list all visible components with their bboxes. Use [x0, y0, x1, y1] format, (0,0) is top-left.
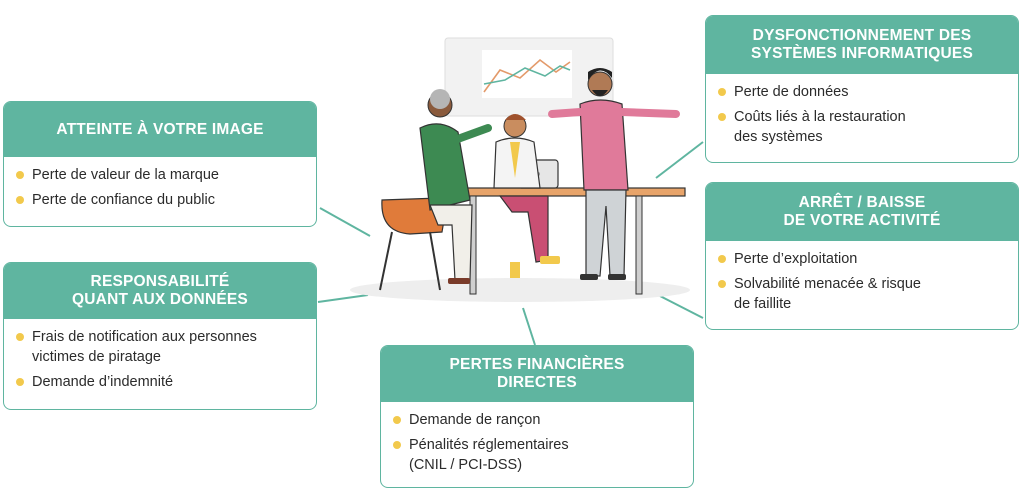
list-item: Demande de rançon — [393, 410, 683, 430]
person-green — [419, 89, 492, 284]
floor-shadow — [350, 278, 690, 302]
card-image-damage: ATTEINTE À VOTRE IMAGE Perte de valeur d… — [3, 101, 317, 227]
connector-data — [317, 294, 369, 303]
bullet-icon — [16, 196, 24, 204]
bullet-icon — [718, 280, 726, 288]
bullet-icon — [393, 441, 401, 449]
list-item: Perte de valeur de la marque — [16, 165, 306, 185]
connector-image — [319, 207, 371, 237]
connector-financial — [522, 307, 536, 346]
list-item: Perte de confiance du public — [16, 190, 306, 210]
connector-activity — [659, 295, 704, 319]
card-data-liability: RESPONSABILITÉ QUANT AUX DONNÉES Frais d… — [3, 262, 317, 410]
bullet-icon — [718, 88, 726, 96]
bullet-icon — [718, 255, 726, 263]
table — [454, 187, 686, 295]
whiteboard — [444, 37, 614, 117]
bullet-icon — [718, 113, 726, 121]
person-middle — [493, 114, 560, 278]
list-item: Perte d’exploitation — [718, 249, 1008, 269]
bullet-icon — [393, 416, 401, 424]
card-systems-title: DYSFONCTIONNEMENT DES SYSTÈMES INFORMATI… — [706, 16, 1018, 74]
card-activity-title: ARRÊT / BAISSE DE VOTRE ACTIVITÉ — [706, 183, 1018, 241]
bullet-icon — [16, 171, 24, 179]
card-image-title: ATTEINTE À VOTRE IMAGE — [4, 102, 316, 157]
bullet-icon — [16, 333, 24, 341]
card-activity-stop: ARRÊT / BAISSE DE VOTRE ACTIVITÉ Perte d… — [705, 182, 1019, 330]
list-item: Coûts liés à la restauration des système… — [718, 107, 1008, 147]
bullet-icon — [16, 378, 24, 386]
card-financial-losses: PERTES FINANCIÈRES DIRECTES Demande de r… — [380, 345, 694, 488]
card-data-title: RESPONSABILITÉ QUANT AUX DONNÉES — [4, 263, 316, 319]
card-it-systems: DYSFONCTIONNEMENT DES SYSTÈMES INFORMATI… — [705, 15, 1019, 163]
list-item: Perte de données — [718, 82, 1008, 102]
list-item: Pénalités réglementaires (CNIL / PCI-DSS… — [393, 435, 683, 475]
card-financial-title: PERTES FINANCIÈRES DIRECTES — [381, 346, 693, 402]
list-item: Solvabilité menacée & risque de faillite — [718, 274, 1008, 314]
list-item: Frais de notification aux personnes vict… — [16, 327, 306, 367]
list-item: Demande d’indemnité — [16, 372, 306, 392]
person-pink — [548, 68, 680, 280]
connector-systems — [655, 141, 704, 179]
